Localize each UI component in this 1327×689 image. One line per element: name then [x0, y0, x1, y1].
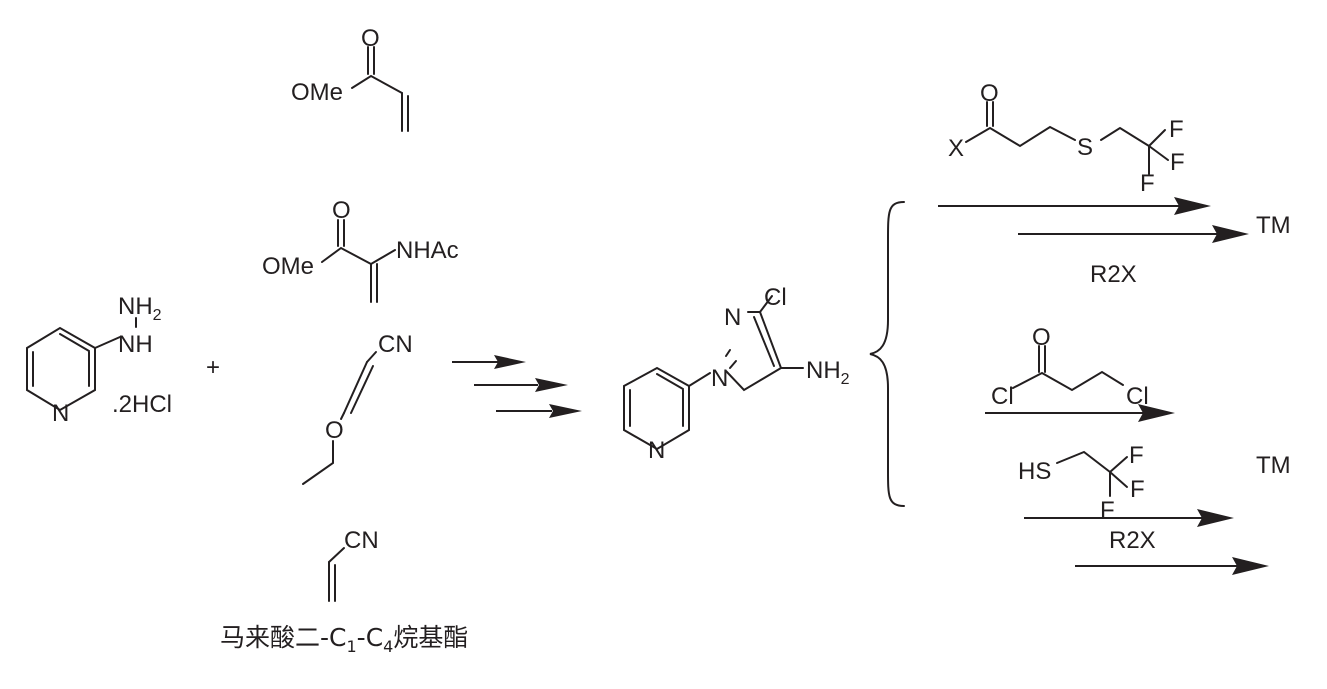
chloropropanoyl-chloride-structure: O Cl Cl [991, 324, 1149, 410]
alkylating-reagent-label: R2X [1090, 261, 1137, 288]
acrylonitrile-structure: CN [328, 527, 379, 602]
pyridine-n-label: N [648, 437, 665, 464]
plus-sign: + [206, 354, 220, 381]
x-label: X [948, 135, 964, 162]
nitrile-label: CN [378, 331, 413, 358]
lower-route-arrows [1024, 509, 1269, 575]
fluoro-label: F [1100, 497, 1115, 524]
target-molecule-label: TM [1256, 212, 1291, 239]
maleate-caption: 马来酸二-C1-C4烷基酯 [220, 623, 469, 656]
reaction-arrows-to-intermediate [452, 355, 582, 418]
alkylating-reagent-label: R2X [1109, 527, 1156, 554]
fluoro-label: F [1129, 442, 1144, 469]
carbonyl-o-label: O [980, 80, 999, 107]
upper-route-arrows [938, 197, 1249, 243]
ethoxyacrylonitrile-structure: CN O [302, 331, 413, 485]
pyridine-n-label: N [52, 400, 69, 427]
thiol-label: HS [1018, 458, 1051, 485]
methyl-acrylate-structure: O OMe [291, 25, 409, 132]
carbonyl-o-label: O [1032, 324, 1051, 351]
fluoro-label: F [1130, 476, 1145, 503]
nh2-label: NH2 [118, 293, 162, 324]
trifluoroethanethiol-structure: HS F F F [1018, 442, 1145, 524]
nitrile-label: CN [344, 527, 379, 554]
ome-label: OMe [262, 253, 314, 280]
acetamidoacrylate-structure: O OMe NHAc [262, 197, 459, 303]
pyrazole-n2-label: N [724, 304, 741, 331]
carbonyl-o-label: O [332, 197, 351, 224]
lower-route-arrow-1 [985, 404, 1175, 422]
acyl-reagent-structure: O X S F F F [948, 80, 1185, 197]
alkyl-chloride-cl-label: Cl [1126, 383, 1149, 410]
fluoro-label: F [1169, 116, 1184, 143]
pyrazole-intermediate-structure: N N N Cl NH2 [623, 284, 850, 464]
chloro-label: Cl [764, 284, 787, 311]
target-molecule-label: TM [1256, 452, 1291, 479]
ome-label: OMe [291, 79, 343, 106]
hydrazinopyridine-structure: N NH NH2 .2HCl [26, 293, 172, 427]
branch-brace [869, 201, 905, 507]
amine-label: NH2 [806, 357, 850, 388]
fluoro-label: F [1170, 149, 1185, 176]
acyl-chloride-cl-label: Cl [991, 383, 1014, 410]
fluoro-label: F [1140, 170, 1155, 197]
nh-label: NH [118, 331, 153, 358]
nhac-label: NHAc [396, 237, 459, 264]
carbonyl-o-label: O [361, 25, 380, 52]
pyrazole-n1-label: N [711, 365, 728, 392]
ether-o-label: O [325, 417, 344, 444]
dihydrochloride-label: .2HCl [112, 391, 172, 418]
sulfur-label: S [1077, 134, 1093, 161]
